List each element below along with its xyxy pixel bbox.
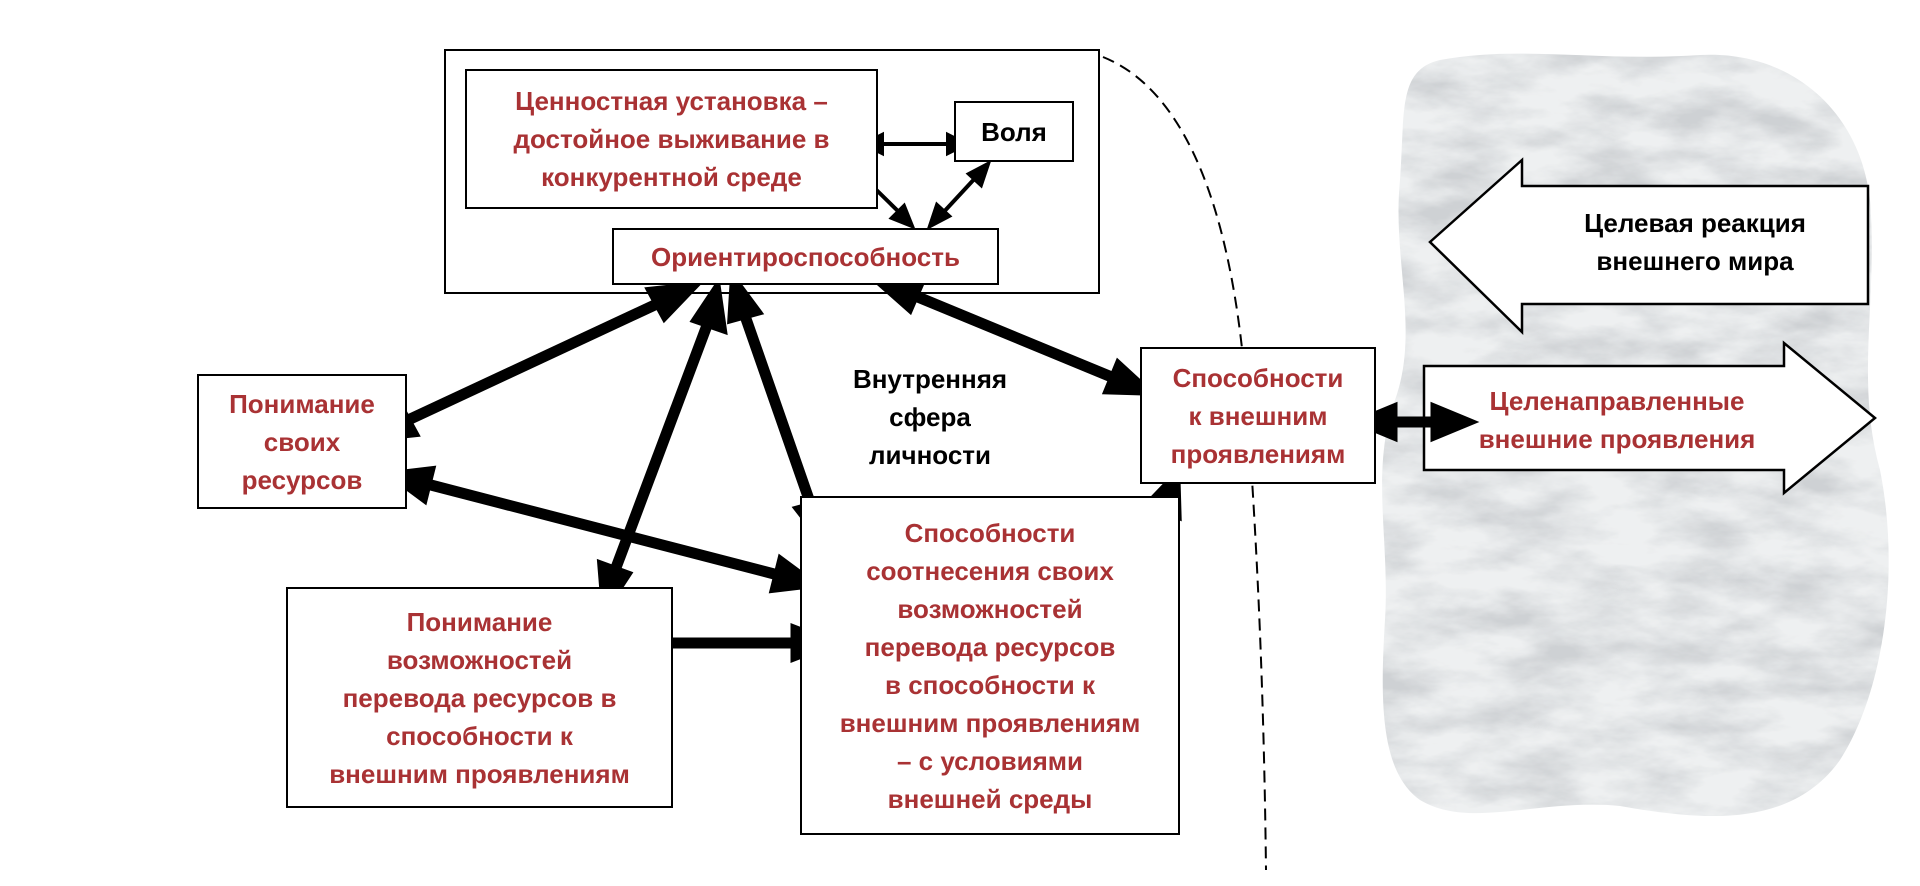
understanding-conversion-box: Понимание возможностей перевода ресурсов…	[286, 587, 673, 808]
target-reaction-arrow	[1428, 157, 1870, 335]
will-box: Воля	[954, 101, 1074, 162]
will-label: Воля	[981, 116, 1047, 147]
value-setting-box: Ценностная установка – достойное выживан…	[465, 69, 878, 209]
correlation-abilities-label: Способности соотнесения своих возможност…	[839, 517, 1141, 814]
external-abilities-label: Способности к внешним проявлениям	[1170, 362, 1346, 469]
correlation-abilities-box: Способности соотнесения своих возможност…	[800, 496, 1180, 835]
external-abilities-box: Способности к внешним проявлениям	[1140, 347, 1376, 484]
value-setting-label: Ценностная установка – достойное выживан…	[513, 86, 830, 192]
personality-core-frame	[444, 49, 1100, 294]
understanding-resources-label: Понимание своих ресурсов	[229, 388, 375, 495]
orientation-label: Ориентироспособность	[651, 241, 960, 272]
inner-sphere-label: Внутренняя сфера личности	[852, 364, 1008, 470]
understanding-conversion-label: Понимание возможностей перевода ресурсов…	[329, 606, 630, 789]
purposeful-manifestations-arrow	[1422, 340, 1877, 496]
purposeful-manifestations-label: Целенаправленные внешние проявления	[1478, 386, 1756, 454]
target-reaction-label: Целевая реакция внешнего мира	[1584, 208, 1806, 276]
orientation-box: Ориентироспособность	[612, 228, 999, 285]
understanding-resources-box: Понимание своих ресурсов	[197, 374, 407, 509]
